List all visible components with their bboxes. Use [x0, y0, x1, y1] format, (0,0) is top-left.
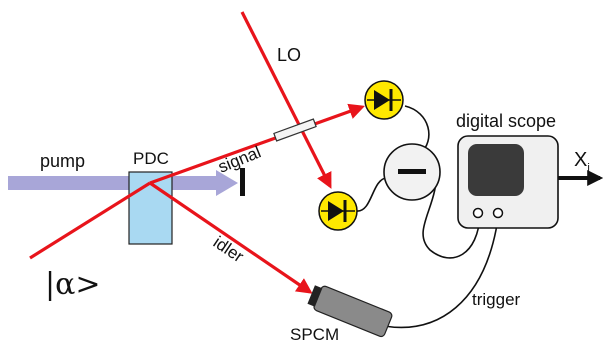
- lo-beam: [240, 11, 332, 189]
- idler-beam: [149, 181, 313, 294]
- pump-beam: [8, 170, 238, 196]
- lo-label: LO: [277, 45, 301, 65]
- digital-scope-label: digital scope: [456, 111, 556, 131]
- xi-label: Xi: [574, 149, 590, 174]
- photodiode-icon: [364, 80, 404, 120]
- trigger-label: trigger: [472, 290, 521, 309]
- alpha-input-beam: [29, 181, 151, 260]
- subtractor-icon: [383, 143, 441, 201]
- photodiode-icon: [318, 191, 358, 231]
- spcm-detector-icon: [307, 285, 393, 338]
- xi-subscript: i: [587, 162, 589, 174]
- idler-label: idler: [210, 233, 248, 267]
- beam-dump-icon: [240, 168, 245, 196]
- wire-trigger: [383, 215, 499, 329]
- xi-main: X: [574, 149, 587, 171]
- red-beams: [29, 11, 366, 294]
- beam-splitter-icon: [273, 118, 317, 142]
- signal-beam: [149, 103, 366, 185]
- alpha-state-label: |α>: [45, 267, 101, 302]
- pump-label: pump: [40, 151, 85, 171]
- wire-to-scope: [422, 167, 481, 259]
- wire-bottom-detector: [356, 177, 387, 212]
- spcm-label: SPCM: [290, 325, 339, 344]
- signal-label: signal: [215, 142, 263, 176]
- oscilloscope-icon: [457, 135, 559, 229]
- pdc-label: PDC: [133, 149, 169, 168]
